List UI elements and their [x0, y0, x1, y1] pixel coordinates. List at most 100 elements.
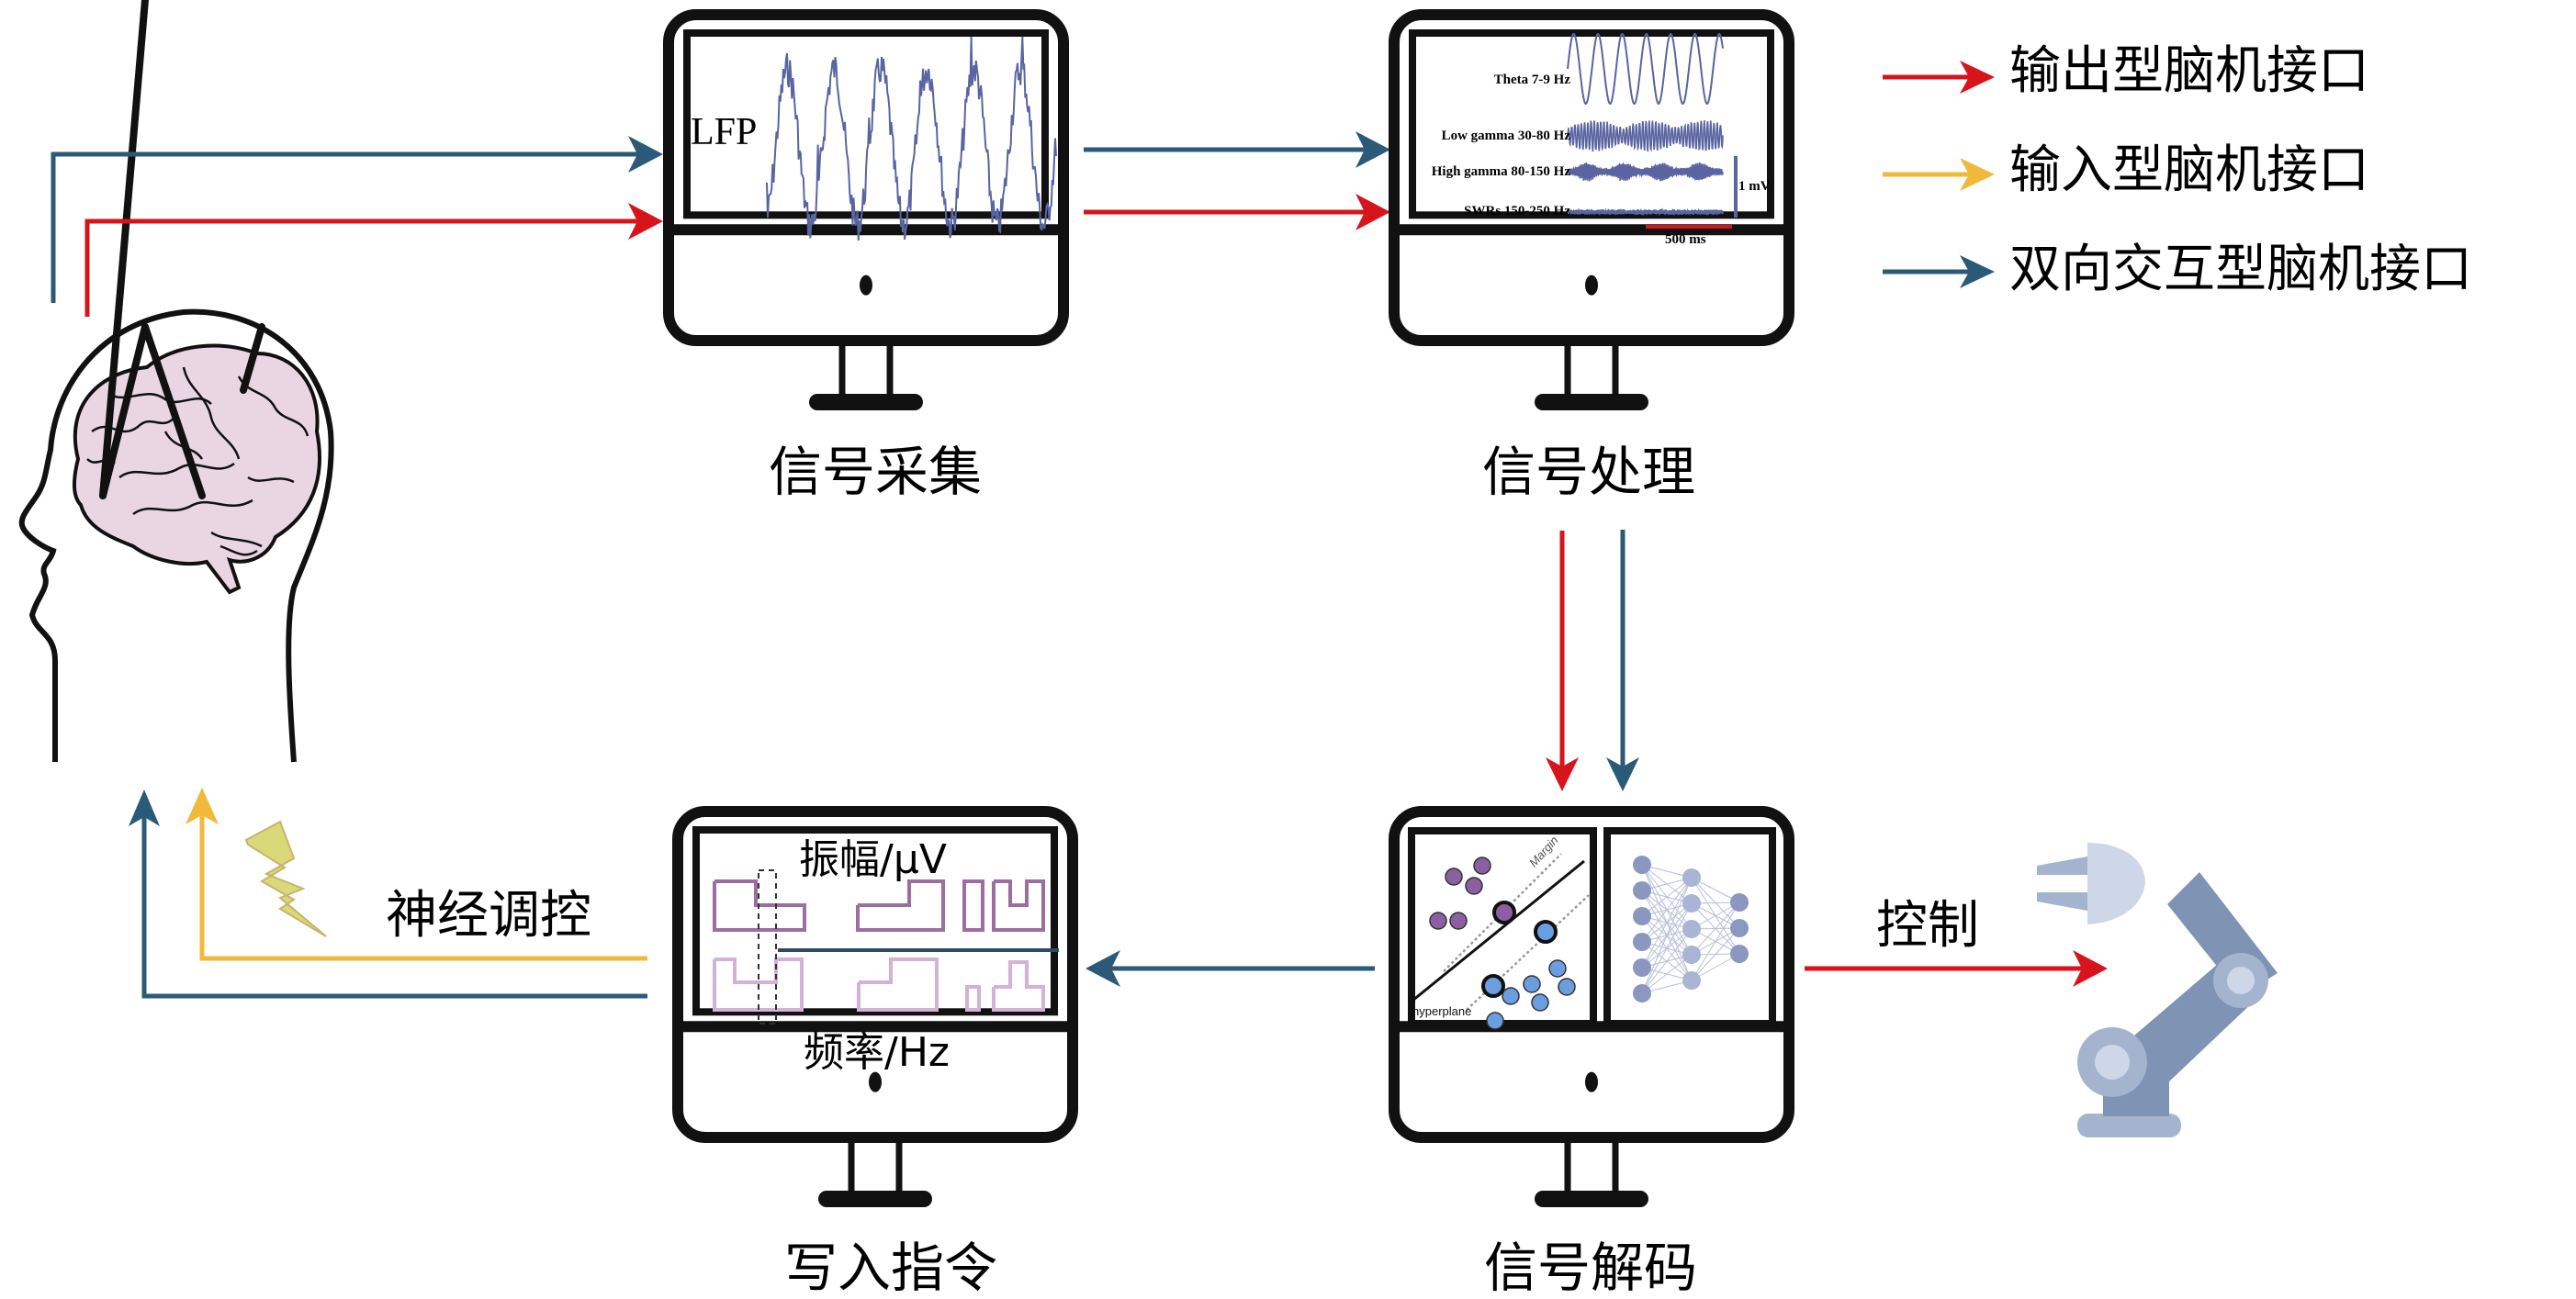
- band-label-theta: Theta 7-9 Hz: [1493, 73, 1570, 87]
- svm-support-vector: [1492, 901, 1516, 924]
- legend-bidirectional-bci: 双向交互型脑机接口: [2009, 240, 2472, 299]
- svm-class-b-point: [1531, 993, 1549, 1012]
- svm-class-b-point: [1523, 975, 1541, 993]
- selection-dashed-box: [758, 869, 777, 1025]
- monitor-signal-acquisition: [663, 9, 1069, 410]
- frequency-waveform-4: [992, 960, 1045, 1012]
- nn-input-node: [1633, 907, 1651, 925]
- band-label-swr: SWRs 150-250 Hz: [1464, 204, 1570, 218]
- monitor-power-button-icon: [860, 274, 872, 296]
- monitor-power-button-icon: [1585, 1071, 1598, 1092]
- svm-class-a-point: [1465, 877, 1483, 895]
- stimulation-waveform-plot: [713, 869, 1059, 1025]
- svm-class-b-point: [1486, 1012, 1504, 1030]
- legend-arrow-input: [1883, 158, 1995, 191]
- svm-class-a-point: [1449, 912, 1468, 930]
- robot-arm-icon: [2037, 843, 2278, 1137]
- nn-input-node: [1633, 933, 1651, 951]
- frequency-axis-label: 频率/Hz: [804, 1029, 951, 1076]
- monitor-power-button-icon: [869, 1071, 882, 1092]
- amplitude-axis-label: 振幅/µV: [799, 836, 947, 883]
- band-label-high-gamma: High gamma 80-150 Hz: [1431, 164, 1570, 179]
- nn-connection: [1641, 877, 1693, 943]
- svm-class-b-point: [1502, 987, 1520, 1005]
- amplitude-waveform-3: [962, 879, 984, 932]
- lfp-signal-trace: [766, 36, 1057, 241]
- stage-label-processing: 信号处理: [1481, 441, 1696, 503]
- amplitude-waveform-2: [856, 879, 945, 932]
- nn-output-node: [1730, 945, 1749, 963]
- legend-arrow-output: [1883, 61, 1995, 94]
- arrow-processing-to-decoding-red: [1546, 531, 1579, 791]
- svm-class-b-point: [1548, 959, 1567, 978]
- high-gamma-band-trace: [1567, 162, 1724, 182]
- nn-connection: [1641, 877, 1693, 969]
- amplitude-waveform-1: [713, 879, 806, 932]
- arrow-acquisition-to-processing-red: [1084, 194, 1390, 230]
- nn-hidden-node: [1682, 920, 1701, 938]
- frequency-waveform-3: [965, 985, 981, 1012]
- arrow-decoding-to-robot-red: [1805, 950, 2108, 987]
- nn-connection: [1641, 928, 1693, 994]
- arrow-head-to-acquisition-red: [84, 203, 663, 317]
- neuromodulation-label: 神经调控: [386, 886, 591, 946]
- voltage-scale-label: 1 mV: [1738, 179, 1771, 194]
- svm-class-b-point: [1558, 978, 1576, 996]
- nn-input-node: [1633, 984, 1651, 1002]
- monitor-stand-base: [818, 1191, 932, 1207]
- nn-input-node: [1633, 958, 1651, 977]
- monitor-stand-base: [1535, 1191, 1648, 1207]
- arrow-writing-to-head-blue: [129, 789, 647, 999]
- arrow-processing-to-decoding-blue: [1606, 530, 1639, 791]
- arrow-head-to-acquisition-blue: [51, 136, 663, 303]
- monitor-stand-base: [1535, 394, 1648, 410]
- neural-network-diagram: [1633, 856, 1749, 1002]
- arrow-acquisition-to-processing-blue: [1084, 131, 1390, 168]
- low-gamma-band-trace: [1567, 119, 1724, 153]
- svm-class-a-point: [1445, 868, 1463, 886]
- nn-connection: [1691, 927, 1740, 981]
- monitor-stand-base: [809, 394, 923, 410]
- nn-output-node: [1730, 893, 1749, 912]
- svm-plot: [1412, 853, 1590, 1030]
- svm-class-a-point: [1429, 912, 1447, 930]
- nn-connection: [1691, 901, 1740, 956]
- svm-support-vector: [1481, 974, 1505, 998]
- theta-band-trace: [1567, 32, 1724, 106]
- arrow-writing-to-head-yellow: [186, 788, 647, 961]
- legend-input-bci: 输入型脑机接口: [2009, 140, 2369, 200]
- lightning-icon: [244, 820, 327, 937]
- time-scale-label: 500 ms: [1665, 232, 1706, 247]
- stage-label-acquisition: 信号采集: [768, 441, 983, 503]
- nn-hidden-node: [1682, 971, 1701, 990]
- electrode-icons: [99, 0, 265, 499]
- nn-connection: [1691, 901, 1740, 981]
- frequency-waveform-2: [857, 957, 939, 1012]
- arrow-decoding-to-writing-blue: [1086, 950, 1375, 987]
- stage-label-writing: 写入指令: [783, 1237, 998, 1299]
- swr-band-trace: [1567, 207, 1724, 217]
- nn-hidden-node: [1682, 868, 1701, 887]
- monitor-power-button-icon: [1585, 274, 1598, 296]
- svm-hyperplane-line: [1412, 859, 1585, 1002]
- human-head-icon: [18, 0, 334, 763]
- svm-support-vector: [1534, 920, 1558, 944]
- control-label: 控制: [1876, 896, 1979, 956]
- legend-arrow-bidirectional: [1883, 255, 1995, 288]
- nn-connection: [1641, 877, 1693, 994]
- band-label-low-gamma: Low gamma 30-80 Hz: [1441, 129, 1570, 143]
- stage-label-decoding: 信号解码: [1483, 1237, 1698, 1299]
- nn-input-node: [1633, 881, 1651, 900]
- svm-hyperplane-label: hyperplane: [1412, 1004, 1472, 1018]
- nn-connection: [1641, 954, 1693, 994]
- nn-connection: [1641, 902, 1693, 994]
- nn-output-node: [1730, 919, 1749, 937]
- nn-hidden-node: [1682, 946, 1701, 964]
- legend-output-bci: 输出型脑机接口: [2009, 41, 2369, 101]
- nn-hidden-node: [1682, 894, 1701, 913]
- nn-connection: [1641, 877, 1693, 917]
- lfp-label: LFP: [691, 111, 758, 153]
- svm-class-a-point: [1473, 857, 1491, 875]
- nn-input-node: [1633, 856, 1651, 874]
